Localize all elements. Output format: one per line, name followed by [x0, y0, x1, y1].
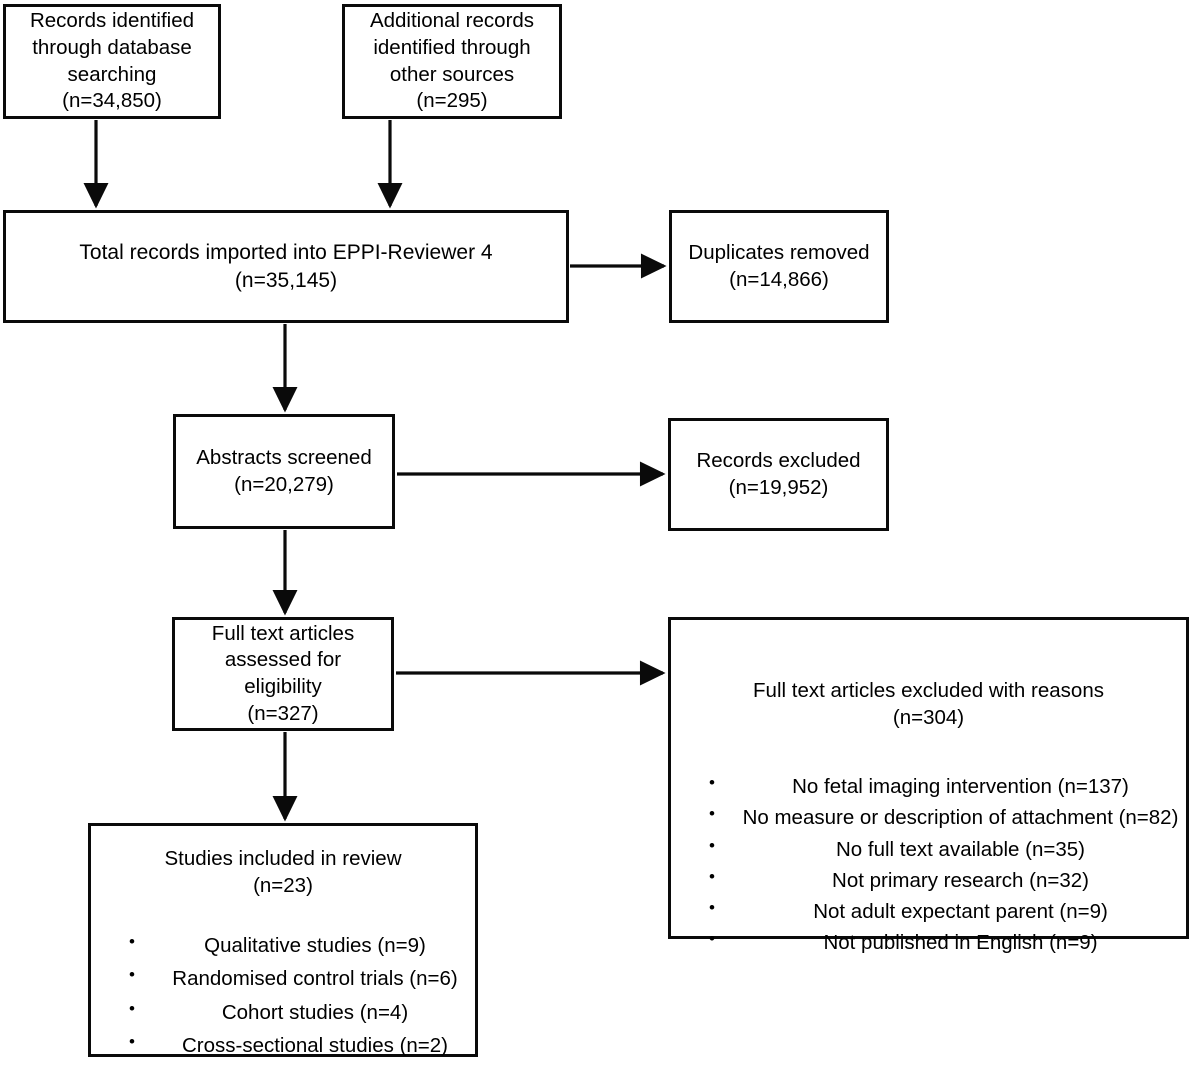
box-line: Total records imported into EPPI-Reviewe…	[79, 241, 493, 265]
studies-included-heading-group: Studies included in review (n=23)	[91, 846, 475, 899]
box-count: (n=327)	[247, 701, 319, 725]
list-item: No full text available (n=35)	[695, 833, 1186, 865]
box-count: (n=20,279)	[234, 472, 334, 496]
list-item: Qualitative studies (n=9)	[115, 928, 475, 962]
box-line: Additional records	[369, 9, 535, 33]
list-item: Randomised control trials (n=6)	[115, 961, 475, 995]
box-count: (n=35,145)	[234, 268, 338, 292]
box-additional-records-other-sources: Additional records identified through ot…	[342, 4, 562, 119]
list-item: No fetal imaging intervention (n=137)	[695, 770, 1186, 802]
list-item: Not adult expectant parent (n=9)	[695, 895, 1186, 927]
box-line: assessed for	[224, 648, 342, 672]
list-item: Multi method studies (n=2)	[115, 1061, 475, 1066]
box-line: Abstracts screened	[196, 445, 372, 469]
box-total-records-imported: Total records imported into EPPI-Reviewe…	[3, 210, 569, 323]
list-item: Cross-sectional studies (n=2)	[115, 1028, 475, 1062]
list-item: Not published in English (n=9)	[695, 926, 1186, 958]
box-records-excluded: Records excluded (n=19,952)	[668, 418, 889, 531]
box-line: eligibility	[244, 675, 322, 698]
box-heading: Studies included in review	[164, 847, 402, 870]
box-count: (n=23)	[253, 873, 313, 897]
list-item: Not primary research (n=32)	[695, 864, 1186, 896]
fulltext-excluded-heading-group: Full text articles excluded with reasons…	[671, 678, 1186, 731]
box-records-identified-database: Records identified through database sear…	[3, 4, 221, 119]
box-line: Full text articles	[211, 621, 355, 645]
box-count: (n=304)	[892, 705, 965, 729]
box-fulltext-assessed-eligibility: Full text articles assessed for eligibil…	[172, 617, 394, 731]
box-studies-included-in-review: Studies included in review (n=23) Qualit…	[88, 823, 478, 1066]
box-line: Records identified	[29, 9, 195, 33]
box-count: (n=19,952)	[728, 475, 829, 499]
included-study-types-list: Qualitative studies (n=9) Randomised con…	[91, 928, 475, 1066]
exclusion-reasons-list: No fetal imaging intervention (n=137) No…	[671, 770, 1186, 958]
box-line: through database	[32, 35, 192, 59]
box-heading: Full text articles excluded with reasons	[753, 679, 1104, 702]
box-line: other sources	[389, 62, 515, 86]
box-line: searching	[67, 62, 157, 86]
box-count: (n=295)	[416, 89, 488, 113]
box-count: (n=34,850)	[62, 89, 162, 113]
box-abstracts-screened: Abstracts screened (n=20,279)	[173, 414, 395, 529]
list-item: No measure or description of attachment …	[695, 801, 1186, 833]
box-line: Duplicates removed	[688, 240, 870, 264]
box-line: Records excluded	[696, 448, 861, 472]
box-duplicates-removed: Duplicates removed (n=14,866)	[669, 210, 889, 323]
list-item: Cohort studies (n=4)	[115, 995, 475, 1029]
box-line: identified through	[373, 35, 531, 59]
box-fulltext-excluded-with-reasons: Full text articles excluded with reasons…	[668, 617, 1189, 954]
box-count: (n=14,866)	[729, 267, 829, 291]
